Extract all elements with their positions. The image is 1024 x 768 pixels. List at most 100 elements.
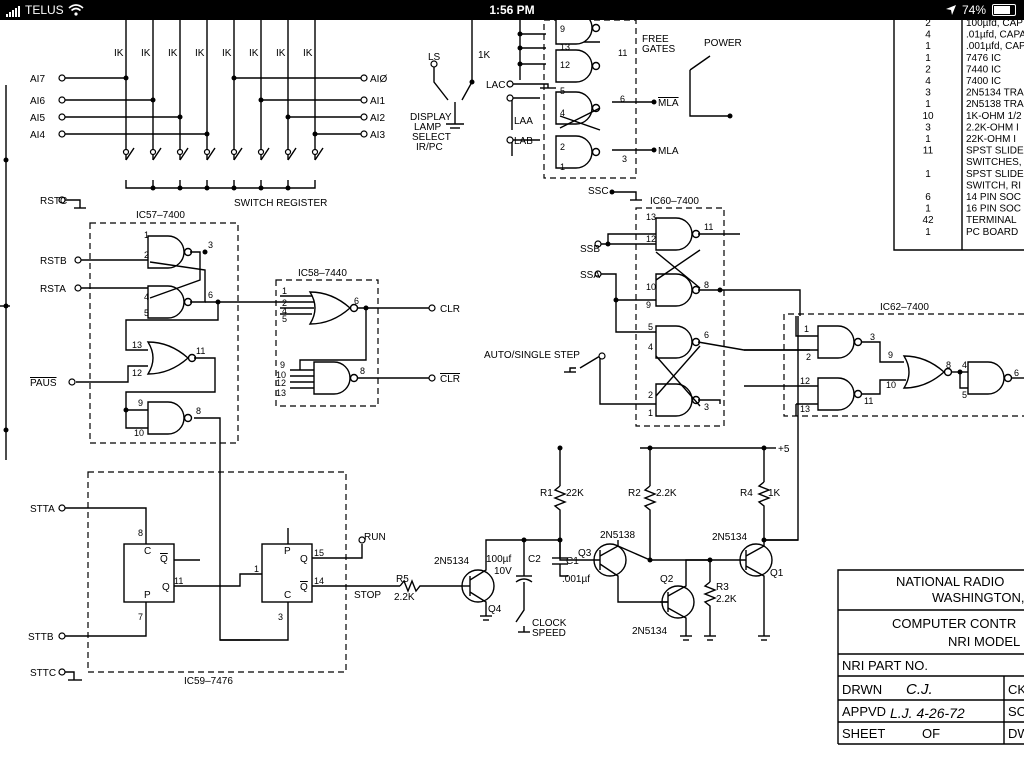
svg-text:4: 4 [962, 360, 967, 370]
resistor-label: IK [249, 48, 259, 59]
ic60-label: IC60–7400 [650, 196, 699, 207]
svg-text:2: 2 [560, 142, 565, 152]
sttb-label: STTB [28, 632, 54, 643]
signal-label: AI1 [370, 96, 385, 107]
r1-value: 22K [566, 488, 584, 499]
laa-label: LAA [514, 116, 533, 127]
parts-desc: 2.2K-OHM I [966, 122, 1019, 133]
resistor-label: IK [276, 48, 286, 59]
dw-label: DW [1008, 726, 1024, 741]
q2-type: 2N5134 [632, 626, 667, 637]
svg-text:11: 11 [618, 48, 627, 58]
c2-voltage: 10V [494, 566, 512, 577]
display-lamp-label: DISPLAY [410, 112, 452, 123]
svg-text:1: 1 [804, 324, 809, 334]
parts-qty: 2 [925, 64, 931, 75]
parts-desc: 2N5138 TRA [966, 99, 1024, 110]
svg-text:15: 15 [314, 548, 324, 558]
parts-qty: 1 [925, 227, 931, 238]
free-gates-label: FREE [642, 34, 669, 45]
svg-text:6: 6 [208, 290, 213, 300]
clock: 1:56 PM [489, 3, 535, 17]
ssb-label: SSB [580, 244, 600, 255]
ck-label: CK [1008, 682, 1024, 697]
resistor-label: 1K [478, 50, 491, 61]
clock-speed-label: CLOCK [532, 618, 567, 629]
battery-icon [992, 4, 1016, 16]
parts-qty: 10 [922, 111, 934, 122]
svg-text:1: 1 [144, 230, 149, 240]
ic58-label: IC58–7440 [298, 268, 347, 279]
resistor-label: IK [303, 48, 313, 59]
lab-label: LAB [514, 136, 533, 147]
r5-label: R5 [396, 574, 409, 585]
signal-label: AI7 [30, 74, 45, 85]
drawn-signature: C.J. [906, 681, 933, 698]
q3-type: 2N5138 [600, 530, 635, 541]
parts-desc: .001µfd, CAP [966, 41, 1024, 52]
wifi-icon [68, 4, 84, 16]
r4-label: R4 [740, 488, 753, 499]
svg-text:1: 1 [648, 408, 653, 418]
free-gates-label: GATES [642, 44, 675, 55]
svg-text:10: 10 [134, 428, 144, 438]
parts-desc: SWITCH, RI [966, 180, 1021, 191]
svg-text:P: P [144, 590, 151, 601]
parts-qty: 1 [925, 169, 931, 180]
parts-qty: 11 [923, 146, 934, 157]
clock-circuit: R5 2.2K 2N5134 Q4 100µf 10V C2 C1 .001µf… [394, 444, 798, 641]
svg-text:13: 13 [560, 42, 570, 52]
svg-text:12: 12 [646, 234, 656, 244]
rstb-label: RSTB [40, 256, 67, 267]
parts-desc: SWITCHES, [966, 157, 1022, 168]
signal-label: AIØ [370, 74, 387, 85]
svg-text:4: 4 [560, 108, 565, 118]
parts-qty: 3 [925, 88, 931, 99]
c2-label: C2 [528, 554, 541, 565]
clr-label: CLR [440, 304, 460, 315]
svg-text:11: 11 [864, 396, 873, 406]
resistor-label: IK [195, 48, 205, 59]
svg-text:Q: Q [160, 554, 168, 565]
c1-label: C1 [566, 556, 579, 567]
svg-text:13: 13 [800, 404, 810, 414]
part-no-label: NRI PART NO. [842, 658, 928, 673]
org-name: NATIONAL RADIO [896, 574, 1004, 589]
svg-text:8: 8 [946, 360, 951, 370]
svg-text:Q: Q [300, 554, 308, 565]
svg-text:4: 4 [144, 292, 149, 302]
parts-desc: TERMINAL [966, 215, 1017, 226]
sheet-label: SHEET [842, 726, 885, 741]
signal-label: AI3 [370, 130, 385, 141]
signal-label: AI6 [30, 96, 45, 107]
carrier-group: TELUS [6, 3, 84, 17]
svg-text:12: 12 [560, 60, 570, 70]
approved-label: APPVD [842, 704, 886, 719]
svg-text:3: 3 [622, 154, 627, 164]
svg-text:8: 8 [704, 280, 709, 290]
parts-qty: 4 [925, 30, 931, 41]
svg-text:6: 6 [704, 330, 709, 340]
svg-text:4: 4 [648, 342, 653, 352]
approved-signature: L.J. 4-26-72 [890, 705, 965, 721]
svg-text:12: 12 [276, 378, 286, 388]
ic59-label: IC59–7476 [184, 676, 233, 687]
signal-bars-icon [6, 3, 21, 17]
schematic-drawing: IK IK IK IK IK IK IK IK AI7 AI6 AI5 AI4 … [0, 20, 1024, 745]
resistor-label: IK [114, 48, 124, 59]
ic57-label: IC57–7400 [136, 210, 185, 221]
parts-desc: 14 PIN SOC [966, 192, 1021, 203]
r3-label: R3 [716, 582, 729, 593]
r3-value: 2.2K [716, 594, 737, 605]
parts-desc: 22K-OHM I [966, 134, 1016, 145]
svg-text:5: 5 [560, 86, 565, 96]
svg-text:13: 13 [276, 388, 286, 398]
q3-label: Q3 [578, 548, 592, 559]
svg-text:2: 2 [806, 352, 811, 362]
svg-text:13: 13 [646, 212, 656, 222]
ic60-section: SSB SSA IC60–7400 AUTO/SINGLE STEP 13 12… [484, 196, 810, 449]
svg-text:2: 2 [282, 298, 287, 308]
drawing-model: NRI MODEL [948, 634, 1020, 649]
drawn-label: DRWN [842, 682, 882, 697]
